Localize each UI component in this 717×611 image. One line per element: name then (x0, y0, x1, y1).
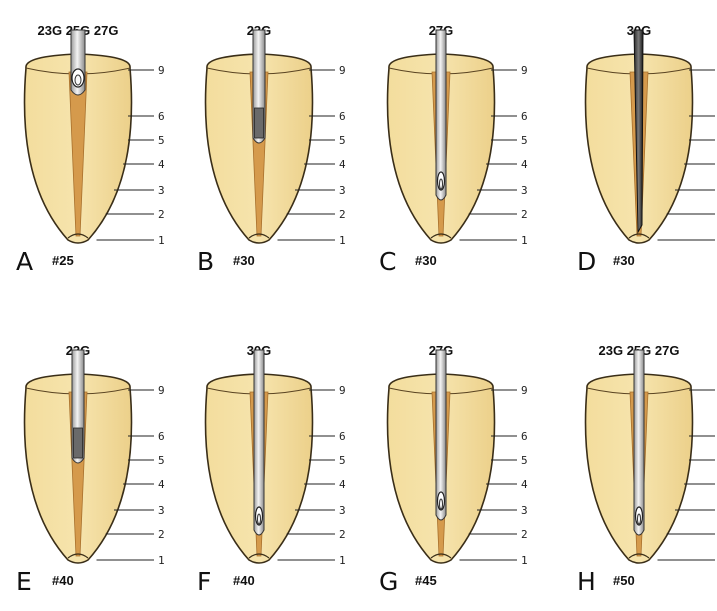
panel-b: 23G9654321B#30 (197, 23, 346, 276)
panel-letter: A (16, 247, 33, 276)
irrigation-needle (436, 30, 446, 200)
scale-mark-label: 5 (339, 454, 346, 467)
panel-letter: F (197, 567, 211, 596)
file-size-label: #45 (415, 573, 437, 588)
scale-mark-label: 4 (339, 478, 346, 491)
scale-mark-label: 9 (521, 64, 528, 77)
scale-mark-label: 1 (158, 234, 165, 247)
file-size-label: #30 (233, 253, 255, 268)
panel-letter: E (16, 567, 32, 596)
panel-e: 23G9654321E#40 (16, 343, 165, 596)
irrigation-needle (436, 350, 446, 520)
panel-h: 23G 25G 27G9654321H#50 (577, 343, 717, 596)
panel-letter: H (577, 567, 596, 596)
scale-mark-label: 1 (521, 234, 528, 247)
scale-mark-label: 1 (339, 554, 346, 567)
panel-letter: D (577, 247, 596, 276)
scale-mark-label: 4 (339, 158, 346, 171)
scale-mark-label: 4 (158, 478, 165, 491)
irrigation-needle (253, 30, 265, 143)
scale-mark-label: 6 (521, 110, 528, 123)
scale-mark-label: 2 (158, 528, 165, 541)
scale-mark-label: 9 (339, 64, 346, 77)
scale-mark-label: 2 (521, 528, 528, 541)
scale-mark-label: 1 (521, 554, 528, 567)
scale-mark-label: 6 (339, 110, 346, 123)
scale-mark-label: 4 (521, 158, 528, 171)
scale-mark-label: 2 (339, 208, 346, 221)
file-size-label: #30 (613, 253, 635, 268)
file-size-label: #40 (233, 573, 255, 588)
scale-mark-label: 5 (158, 454, 165, 467)
scale-mark-label: 9 (158, 384, 165, 397)
scale-mark-label: 3 (158, 504, 165, 517)
irrigation-needle (72, 350, 84, 463)
panel-letter: B (197, 247, 214, 276)
scale-mark-label: 4 (521, 478, 528, 491)
scale-mark-label: 3 (521, 184, 528, 197)
file-size-label: #30 (415, 253, 437, 268)
panel-g: 27G9654321G#45 (379, 343, 528, 596)
scale-mark-label: 5 (521, 454, 528, 467)
panel-f: 30G9654321F#40 (197, 343, 346, 596)
scale-mark-label: 2 (339, 528, 346, 541)
scale-mark-label: 5 (158, 134, 165, 147)
file-size-label: #40 (52, 573, 74, 588)
irrigation-needle (634, 350, 644, 535)
scale-mark-label: 6 (339, 430, 346, 443)
file-size-label: #50 (613, 573, 635, 588)
scale-mark-label: 6 (521, 430, 528, 443)
scale-mark-label: 9 (521, 384, 528, 397)
file-size-label: #25 (52, 253, 74, 268)
scale-mark-label: 9 (158, 64, 165, 77)
scale-mark-label: 6 (158, 430, 165, 443)
panel-d: 30G9654321D#30 (577, 23, 717, 276)
scale-mark-label: 5 (521, 134, 528, 147)
panel-letter: G (379, 567, 398, 596)
irrigation-needle (71, 30, 85, 95)
scale-mark-label: 3 (339, 504, 346, 517)
scale-mark-label: 3 (521, 504, 528, 517)
scale-mark-label: 5 (339, 134, 346, 147)
scale-mark-label: 2 (158, 208, 165, 221)
scale-mark-label: 9 (339, 384, 346, 397)
scale-mark-label: 3 (339, 184, 346, 197)
scale-mark-label: 1 (339, 234, 346, 247)
panel-c: 27G9654321C#30 (379, 23, 528, 276)
scale-mark-label: 1 (158, 554, 165, 567)
scale-mark-label: 3 (158, 184, 165, 197)
scale-mark-label: 2 (521, 208, 528, 221)
panel-letter: C (379, 247, 396, 276)
scale-mark-label: 4 (158, 158, 165, 171)
scale-mark-label: 6 (158, 110, 165, 123)
irrigation-needle (254, 350, 264, 535)
